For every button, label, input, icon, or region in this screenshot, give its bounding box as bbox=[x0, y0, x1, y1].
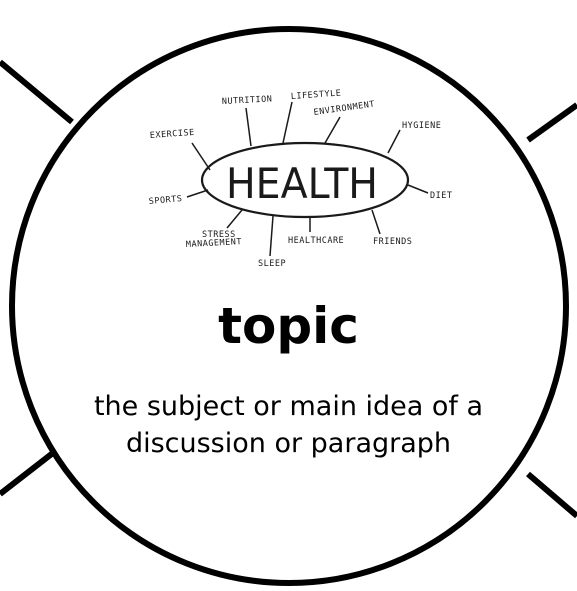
connector-diet bbox=[407, 184, 429, 194]
connector-nutrition bbox=[245, 107, 252, 147]
term-definition: the subject or main idea of a discussion… bbox=[93, 391, 484, 459]
spoke-bottom-left bbox=[0, 446, 60, 497]
label-stress-1: STRESS bbox=[202, 230, 236, 240]
connector-hygiene bbox=[387, 129, 401, 154]
label-diet: DIET bbox=[430, 191, 452, 201]
label-hygiene: HYGIENE bbox=[402, 121, 441, 131]
label-exercise: EXERCISE bbox=[150, 128, 196, 141]
main-circle bbox=[9, 26, 569, 586]
connector-lifestyle bbox=[282, 101, 293, 144]
spoke-bottom-right bbox=[526, 471, 577, 519]
connector-environment bbox=[324, 116, 341, 144]
connector-exercise bbox=[191, 142, 211, 171]
spoke-top-right bbox=[526, 102, 577, 143]
connector-sports bbox=[186, 189, 209, 198]
term-title: topic bbox=[218, 297, 359, 355]
label-sports: SPORTS bbox=[148, 194, 182, 207]
label-friends: FRIENDS bbox=[373, 237, 412, 247]
connector-friends bbox=[371, 209, 381, 235]
label-sleep: SLEEP bbox=[258, 259, 286, 269]
health-center-word: HEALTH bbox=[226, 159, 378, 208]
label-lifestyle: LIFESTYLE bbox=[291, 88, 342, 102]
health-oval bbox=[200, 141, 410, 219]
connector-sleep bbox=[269, 215, 274, 257]
label-stress-2: MANAGEMENT bbox=[186, 237, 243, 250]
connector-stress bbox=[226, 209, 243, 229]
label-healthcare: HEALTHCARE bbox=[288, 236, 344, 246]
label-nutrition: NUTRITION bbox=[222, 94, 273, 107]
spoke-top-left bbox=[0, 59, 74, 125]
